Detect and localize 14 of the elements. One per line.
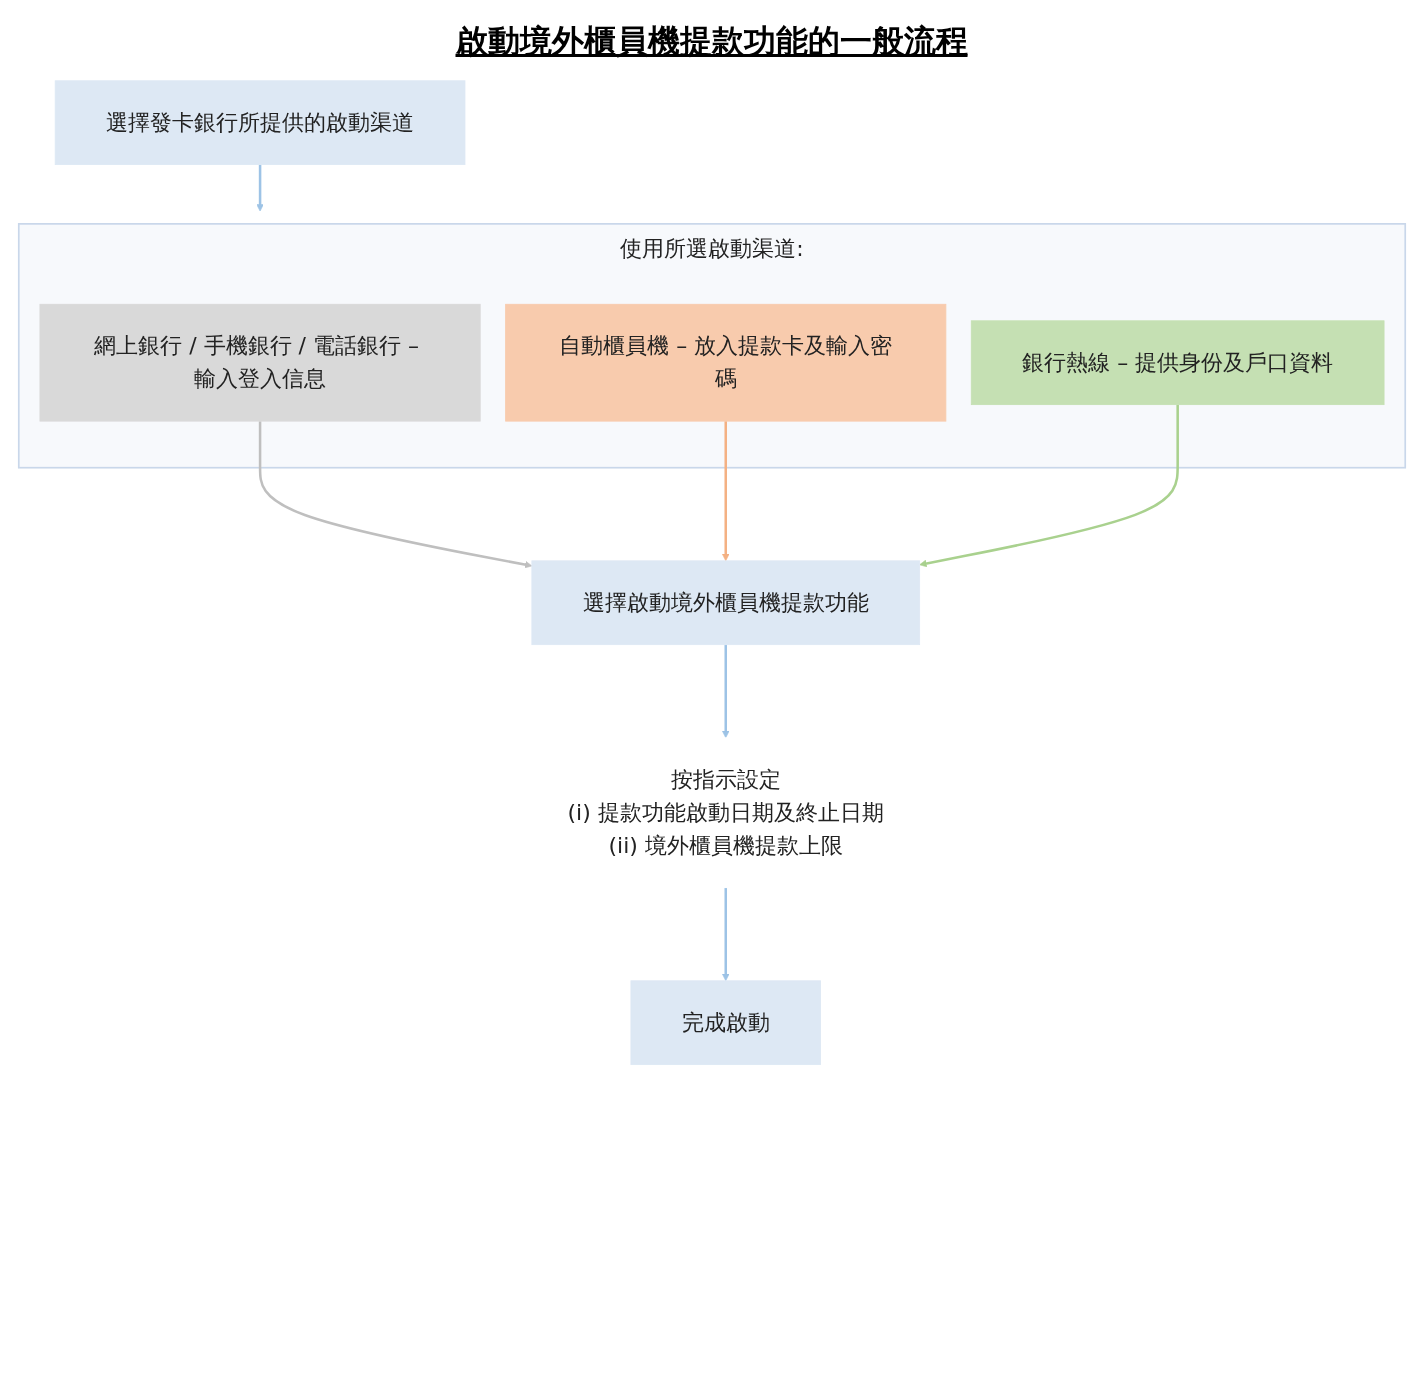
- arrow: [721, 887, 729, 982]
- arrow: [255, 164, 264, 212]
- node-box: 完成啟動: [630, 980, 821, 1066]
- node-box: 網上銀行 / 手機銀行 / 電話銀行 – 輸入登入信息: [39, 303, 481, 422]
- node-box: 自動櫃員機 – 放入提款卡及輸入密碼: [504, 303, 946, 422]
- node-box: 銀行熱線 – 提供身份及戶口資料: [970, 320, 1384, 406]
- node-text: 按指示設定 (i) 提款功能啟動日期及終止日期 (ii) 境外櫃員機提款上限: [567, 766, 884, 859]
- node-box: 選擇啟動境外櫃員機提款功能: [530, 560, 920, 646]
- arrow: [918, 404, 1179, 568]
- node-box: 選擇發卡銀行所提供的啟動渠道: [54, 80, 465, 165]
- arrow: [721, 644, 729, 739]
- diagram-title: 啟動境外櫃員機提款功能的一般流程: [454, 21, 969, 62]
- arrow: [258, 421, 532, 569]
- arrow: [721, 421, 729, 562]
